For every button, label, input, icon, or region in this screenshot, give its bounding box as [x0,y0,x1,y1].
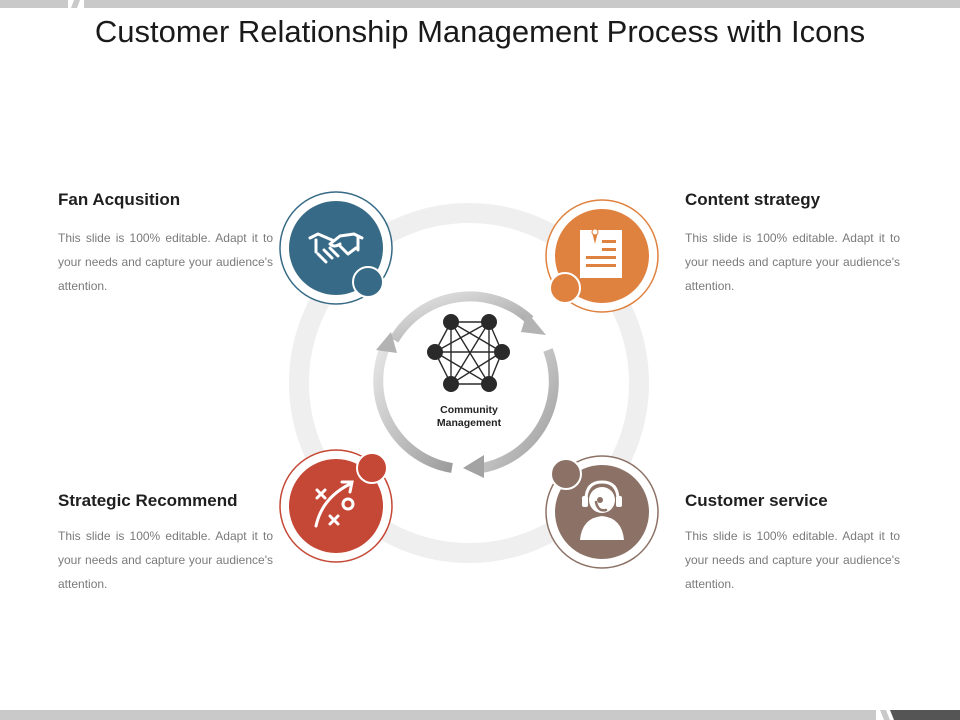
headset-support-icon [580,480,624,540]
arrow-top-head [521,312,546,335]
handshake-icon [308,232,364,264]
heading-content-strategy: Content strategy [685,190,821,209]
bottom-decorative-bar [0,710,960,720]
top-decorative-bar [0,0,960,8]
desc-strategic-recommend: This slide is 100% editable. Adapt it to… [58,529,273,591]
outer-ring [289,203,649,563]
document-pen-icon [580,228,622,278]
desc-content-strategy: This slide is 100% editable. Adapt it to… [685,231,900,293]
arrow-left [373,342,453,473]
strategy-play-icon [314,480,355,528]
heading-fan-acquisition: Fan Acqusition [58,190,181,209]
arrow-top [389,291,534,343]
node-content-strategy [545,199,659,313]
inner-circle [381,295,557,471]
desc-fan-acquisition: This slide is 100% editable. Adapt it to… [58,231,273,293]
cycle-arrows [373,291,559,478]
arrow-left-head [376,332,397,353]
center-label-line1: Community [440,404,498,416]
center-label-line2: Management [436,417,502,429]
node-fan-acquisition [279,191,393,305]
page-title: Customer Relationship Management Process… [94,14,866,49]
network-graph-icon [427,314,510,392]
node-customer-service [545,455,659,569]
desc-customer-service: This slide is 100% editable. Adapt it to… [685,529,900,591]
center-label: Community Management [409,404,529,430]
arrow-right-head [463,455,484,478]
heading-strategic-recommend: Strategic Recommend [58,491,238,510]
arrow-right [481,348,559,473]
heading-customer-service: Customer service [685,491,828,510]
node-strategic-recommend [279,449,393,563]
